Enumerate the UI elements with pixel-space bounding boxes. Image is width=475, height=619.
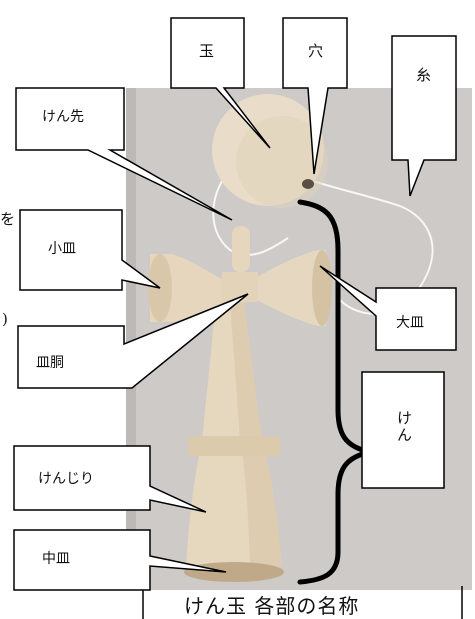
photo-shadow-left bbox=[126, 88, 136, 590]
spike bbox=[232, 226, 250, 272]
ken-handle-shade bbox=[230, 302, 282, 566]
caption: けん玉 各部の名称 bbox=[184, 594, 360, 618]
cup-right bbox=[250, 250, 326, 326]
callout-kozara bbox=[19, 209, 161, 291]
callout-ken bbox=[361, 371, 445, 489]
callout-saradou bbox=[17, 293, 249, 389]
ken-band bbox=[188, 436, 280, 456]
callout-kenjiri bbox=[13, 445, 207, 513]
callout-ana bbox=[282, 17, 348, 175]
callout-tama bbox=[170, 17, 271, 149]
callout-oozara bbox=[319, 265, 457, 351]
ball-hole bbox=[302, 179, 314, 189]
callout-ito bbox=[391, 35, 457, 197]
nakazara-bottom bbox=[184, 562, 284, 582]
callout-kensaki bbox=[15, 87, 233, 221]
cup-right-rim bbox=[312, 250, 332, 326]
callout-nakazara bbox=[13, 529, 227, 591]
